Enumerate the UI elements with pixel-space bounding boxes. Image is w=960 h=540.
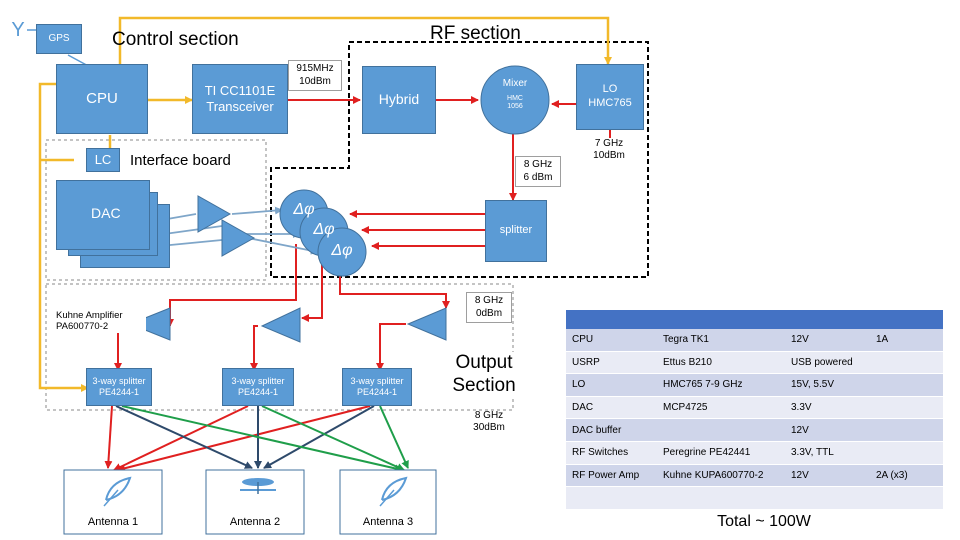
- table-cell: RF Power Amp: [566, 464, 657, 488]
- rf-section-title: RF section: [430, 23, 521, 44]
- dish-antenna-3-icon: [379, 476, 408, 507]
- rf-section-border: [270, 41, 649, 278]
- table-cell: 12V: [785, 464, 870, 488]
- phase-label-1: Δφ: [293, 201, 315, 218]
- hybrid-block: Hybrid: [362, 66, 436, 134]
- table-cell: HMC765 7-9 GHz: [657, 373, 785, 397]
- table-cell: RF Switches: [566, 441, 657, 465]
- table-row: CPU Tegra TK1 12V 1A: [566, 329, 943, 352]
- table-cell: [566, 486, 657, 510]
- table-header-cell: [870, 310, 943, 329]
- splitter-block: splitter: [485, 200, 547, 262]
- table-cell: [785, 486, 870, 510]
- interface-board-border: [45, 139, 267, 281]
- table-row: RF Power Amp Kuhne KUPA600770-2 12V 2A (…: [566, 464, 943, 488]
- table-row: RF Switches Peregrine PE42441 3.3V, TTL: [566, 441, 943, 465]
- table-cell: USRP: [566, 351, 657, 375]
- table-cell: [870, 373, 943, 397]
- table-cell: 2A (x3): [870, 464, 943, 488]
- control-section-title: Control section: [112, 29, 239, 50]
- patch-antenna-2-icon: [240, 478, 276, 494]
- antenna-3-label: Antenna 3: [362, 516, 414, 528]
- table-cell: USB powered: [785, 351, 870, 375]
- table-cell: MCP4725: [657, 396, 785, 420]
- table-cell: [870, 486, 943, 510]
- table-cell: LO: [566, 373, 657, 397]
- table-cell: DAC: [566, 396, 657, 420]
- amplifier-2: [260, 307, 301, 343]
- table-cell: 3.3V, TTL: [785, 441, 870, 465]
- table-cell: [870, 351, 943, 375]
- gps-antenna-icon: Y: [11, 19, 25, 41]
- table-cell: Kuhne KUPA600770-2: [657, 464, 785, 488]
- table-header-cell: [785, 310, 870, 329]
- interface-board-title: Interface board: [130, 152, 231, 169]
- amplifier-3: [406, 307, 447, 341]
- table-cell: 12V: [785, 329, 870, 352]
- table-cell: CPU: [566, 329, 657, 352]
- phase-label-2: Δφ: [313, 221, 335, 238]
- table-cell: [657, 486, 785, 510]
- gps-block: GPS: [36, 24, 82, 54]
- dac-block: DAC: [56, 180, 150, 250]
- power-spec-table: CPU Tegra TK1 12V 1A USRP Ettus B210 USB…: [566, 310, 943, 510]
- table-header-cell: [657, 310, 785, 329]
- dish-antenna-1-icon: [103, 476, 132, 507]
- amplifier-1: [128, 307, 171, 341]
- table-cell: Tegra TK1: [657, 329, 785, 352]
- antenna-1-label: Antenna 1: [87, 516, 139, 528]
- table-row: [566, 486, 943, 510]
- dac-buffer-triangle-1: [197, 195, 232, 233]
- table-cell: 1A: [870, 329, 943, 352]
- lc-block: LC: [86, 148, 120, 172]
- table-cell: Ettus B210: [657, 351, 785, 375]
- cpu-block: CPU: [56, 64, 148, 134]
- table-cell: Peregrine PE42441: [657, 441, 785, 465]
- mixer-label: Mixer HMC 1056: [502, 78, 528, 111]
- output-section-border: [45, 283, 514, 411]
- phase-label-3: Δφ: [331, 242, 353, 259]
- dac-buffer-triangle-2: [221, 219, 256, 257]
- table-cell: 12V: [785, 418, 870, 442]
- table-cell: DAC buffer: [566, 418, 657, 442]
- table-row: USRP Ettus B210 USB powered: [566, 351, 943, 375]
- antenna-2-label: Antenna 2: [229, 516, 281, 528]
- phase-shifter-3: [317, 227, 367, 277]
- mixer-circle: [480, 65, 550, 135]
- table-cell: [870, 396, 943, 420]
- table-header-cell: [566, 310, 657, 329]
- antenna-1-box: [63, 469, 163, 535]
- table-cell: 3.3V: [785, 396, 870, 420]
- table-cell: [870, 418, 943, 442]
- table-cell: [657, 418, 785, 442]
- table-row: DAC MCP4725 3.3V: [566, 396, 943, 420]
- table-cell: [870, 441, 943, 465]
- antenna-3-box: [339, 469, 437, 535]
- table-row: LO HMC765 7-9 GHz 15V, 5.5V: [566, 373, 943, 397]
- table-header-row: [566, 310, 943, 329]
- table-row: DAC buffer 12V: [566, 418, 943, 442]
- total-power-label: Total ~ 100W: [717, 513, 811, 530]
- table-cell: 15V, 5.5V: [785, 373, 870, 397]
